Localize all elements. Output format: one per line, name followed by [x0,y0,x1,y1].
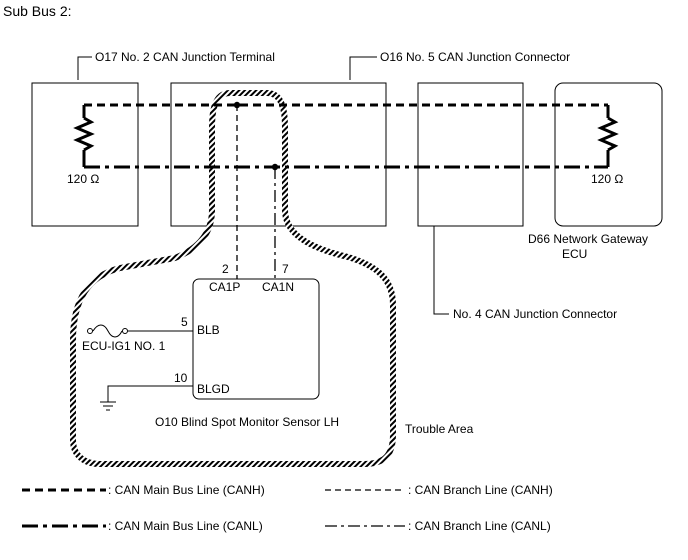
no4-label: No. 4 CAN Junction Connector [453,307,617,321]
legend-branch-canl-label: : CAN Branch Line (CANL) [408,519,551,533]
fuse-icon [87,324,128,338]
o17-leader-line [77,56,92,80]
o17-junction-box [31,82,139,227]
o17-label: O17 No. 2 CAN Junction Terminal [95,50,275,64]
legend-main-canl-label: : CAN Main Bus Line (CANL) [108,519,263,533]
d66-gateway-ecu-box [554,82,663,227]
trouble-area-outline [70,90,396,467]
fuse-label: ECU-IG1 NO. 1 [82,339,166,353]
o16-label: O16 No. 5 CAN Junction Connector [380,50,570,64]
d66-resistor [597,105,619,167]
ca1n-pin-label: CA1N [262,280,294,294]
blb-pin-number: 5 [181,315,188,329]
o10-label: O10 Blind Spot Monitor Sensor LH [155,415,339,429]
o17-resistor [73,105,95,167]
trouble-area-label: Trouble Area [405,422,474,436]
ca1p-pin-number: 2 [222,262,229,276]
d66-label-line2: ECU [562,247,587,261]
blgd-wire [107,385,193,402]
o10-sensor-box [192,278,320,400]
blgd-pin-number: 10 [174,371,188,385]
o16-leader-line [349,56,377,80]
blb-pin-label: BLB [197,323,220,337]
no4-junction-box [417,82,524,227]
no4-leader-line [433,226,449,315]
o17-resistor-value: 120 Ω [67,172,99,186]
o16-junction-box [170,82,387,227]
legend-main-canh-label: : CAN Main Bus Line (CANH) [108,483,265,497]
diagram-title: Sub Bus 2: [3,3,72,19]
blgd-pin-label: BLGD [197,382,230,396]
ground-icon [100,401,116,411]
legend-branch-canh-label: : CAN Branch Line (CANH) [408,483,553,497]
ca1p-pin-label: CA1P [209,280,240,294]
ca1n-pin-number: 7 [282,262,289,276]
d66-label-line1: D66 Network Gateway [528,232,648,246]
d66-resistor-value: 120 Ω [591,172,623,186]
